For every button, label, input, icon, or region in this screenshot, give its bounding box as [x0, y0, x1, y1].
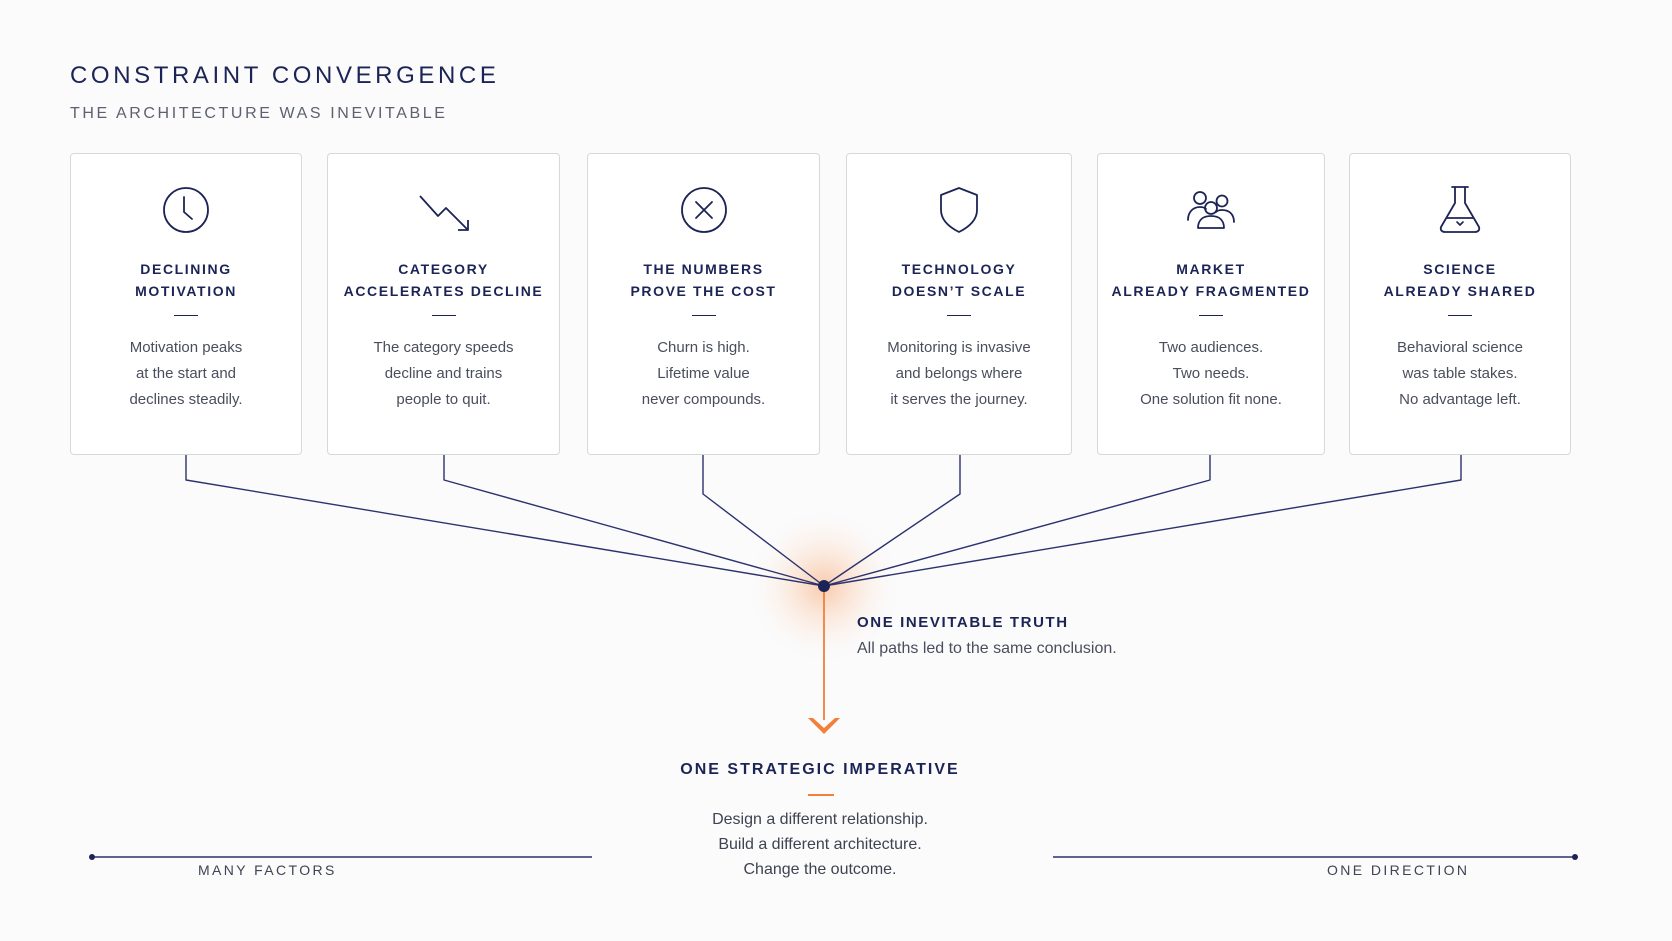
card-divider	[691, 315, 716, 316]
convergence-text: All paths led to the same conclusion.	[857, 640, 1117, 657]
flask-icon	[1434, 184, 1486, 236]
chevron-down-icon	[808, 718, 840, 734]
card-divider	[174, 315, 198, 316]
footer-label-right: ONE DIRECTION	[1327, 862, 1470, 878]
imperative-title: ONE STRATEGIC IMPERATIVE	[680, 761, 960, 778]
card-divider	[1448, 315, 1472, 316]
page-title: CONSTRAINT CONVERGENCE	[70, 62, 500, 89]
connector-line-4	[823, 455, 961, 587]
trend-down-icon	[418, 184, 470, 236]
clock-icon	[160, 184, 212, 236]
convergence-title: ONE INEVITABLE TRUTH	[857, 614, 1069, 631]
connector-line-5	[823, 455, 1211, 587]
connector-line-2	[443, 455, 825, 587]
connector-line-1	[185, 455, 825, 587]
footer-label-left: MANY FACTORS	[198, 862, 337, 878]
users-icon	[1185, 184, 1237, 236]
card-description: Two audiences.Two needs.One solution fit…	[1140, 339, 1282, 408]
card-divider	[947, 315, 971, 316]
card-divider	[431, 315, 456, 316]
connector-line-6	[823, 455, 1462, 587]
x-circle-icon	[678, 184, 730, 236]
convergence-node	[818, 580, 830, 592]
imperative-divider	[808, 794, 834, 796]
page-subtitle: THE ARCHITECTURE WAS INEVITABLE	[70, 105, 448, 122]
connector-line-3	[702, 455, 825, 587]
shield-icon	[933, 184, 985, 236]
imperative-body: Design a different relationship. Build a…	[712, 811, 928, 878]
card-divider	[1199, 315, 1223, 316]
